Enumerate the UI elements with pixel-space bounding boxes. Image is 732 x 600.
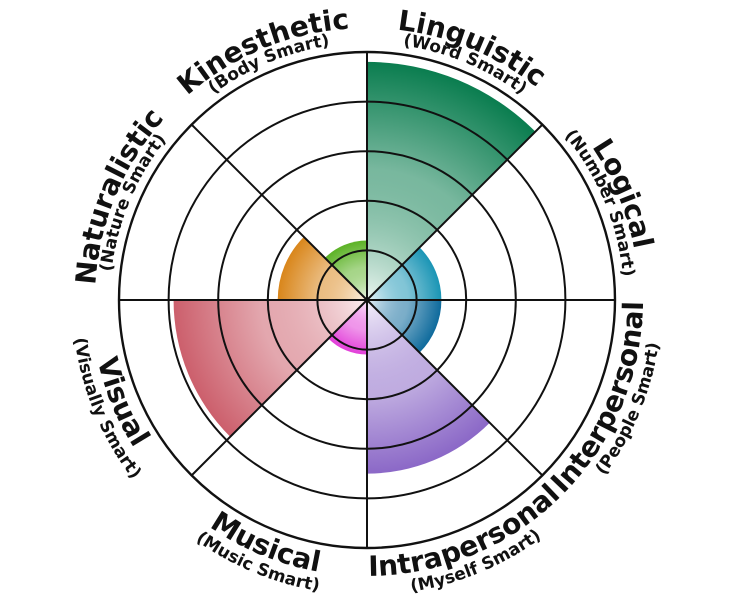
sector-linguistic: [367, 61, 536, 300]
sector-kinesthetic: [324, 240, 367, 300]
sector-intrapersonal: [367, 300, 490, 474]
grid-spoke: [190, 123, 368, 301]
sector-naturalistic: [277, 236, 367, 300]
sector-interpersonal: [367, 300, 442, 353]
sector-logical: [367, 247, 442, 300]
grid-spoke: [366, 123, 544, 301]
grid-spoke: [190, 299, 368, 477]
grid-spoke: [366, 299, 544, 477]
